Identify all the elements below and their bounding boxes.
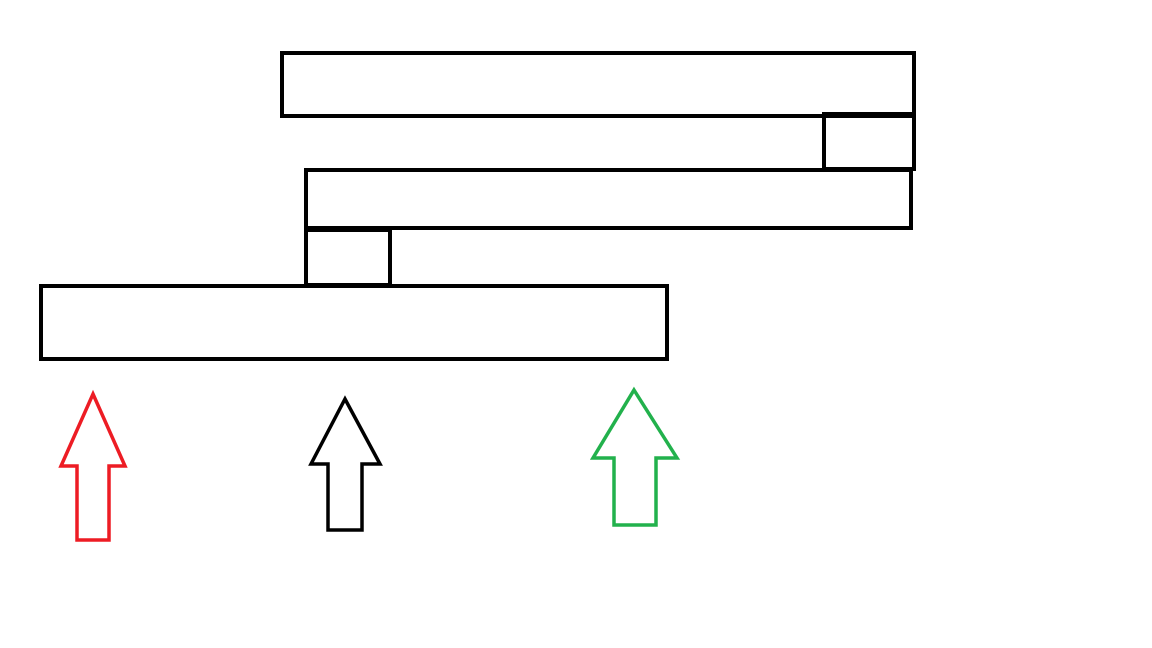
black-up-arrow-icon <box>308 395 383 532</box>
top-bar <box>280 51 916 118</box>
left-connector-block <box>304 228 392 287</box>
middle-bar <box>304 168 913 230</box>
right-connector-block <box>822 112 916 171</box>
red-up-arrow-icon <box>58 389 128 542</box>
bottom-bar <box>39 284 669 361</box>
green-up-arrow-icon <box>589 386 681 527</box>
